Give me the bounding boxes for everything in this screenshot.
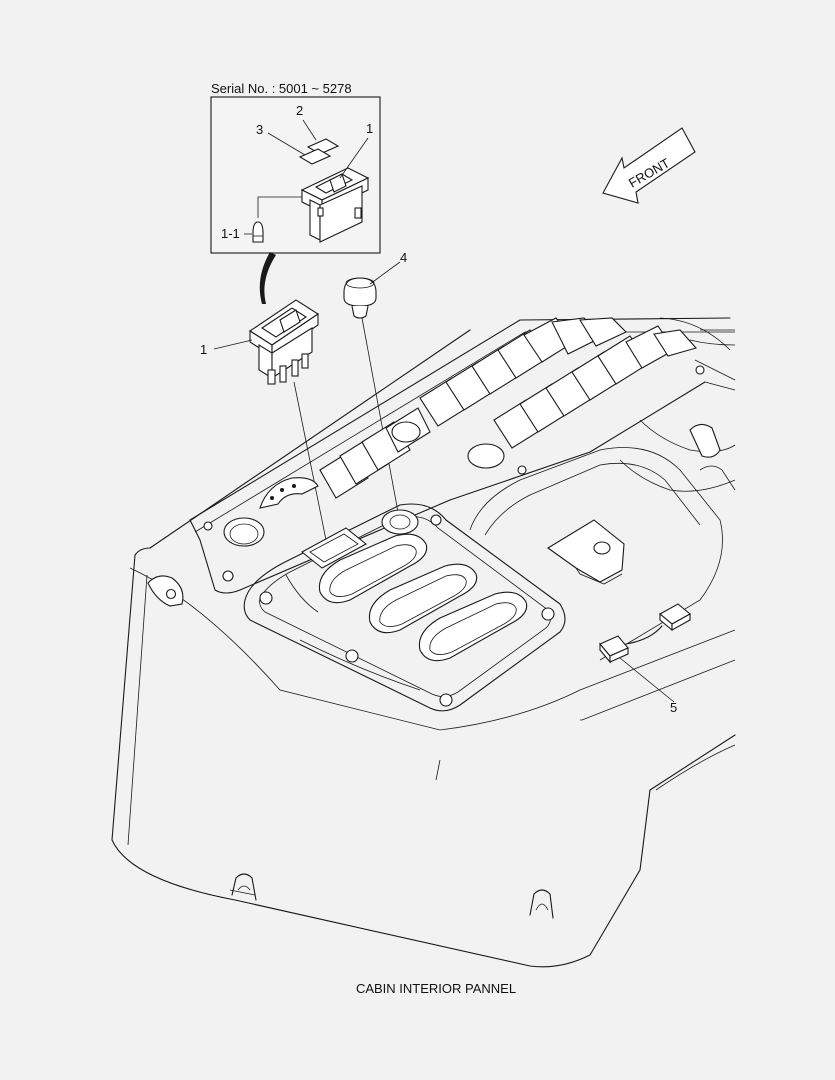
inset-rocker-switch (257, 167, 370, 243)
serial-inset: Serial No. : 5001 ~ 5278 (210, 81, 381, 254)
serial-label: Serial No. : 5001 ~ 5278 (211, 81, 352, 96)
front-arrow-icon: FRONT (602, 127, 696, 204)
label-part-4: 4 (400, 250, 407, 265)
right-console (469, 419, 736, 661)
cabin-panel-body (111, 317, 736, 968)
rocker-switch-part-1 (213, 299, 327, 541)
connector-part-5 (599, 603, 691, 703)
label-part-3: 3 (256, 122, 263, 137)
bulb-icon (252, 221, 264, 243)
label-part-1-inset: 1 (366, 121, 373, 136)
control-console (243, 503, 566, 712)
round-hole-center (467, 443, 505, 469)
label-part-2: 2 (296, 103, 303, 118)
vent-grid (319, 317, 697, 499)
label-part-1: 1 (200, 342, 207, 357)
knob-part-4 (343, 261, 401, 513)
label-part-5: 5 (670, 700, 677, 715)
round-hole-left (223, 517, 265, 547)
gauge-dial-icon (259, 477, 319, 509)
label-part-1-1: 1-1 (221, 226, 240, 241)
decal-part-3 (298, 148, 332, 165)
callout-connector (259, 252, 276, 304)
diagram-caption: CABIN INTERIOR PANNEL (356, 981, 516, 996)
